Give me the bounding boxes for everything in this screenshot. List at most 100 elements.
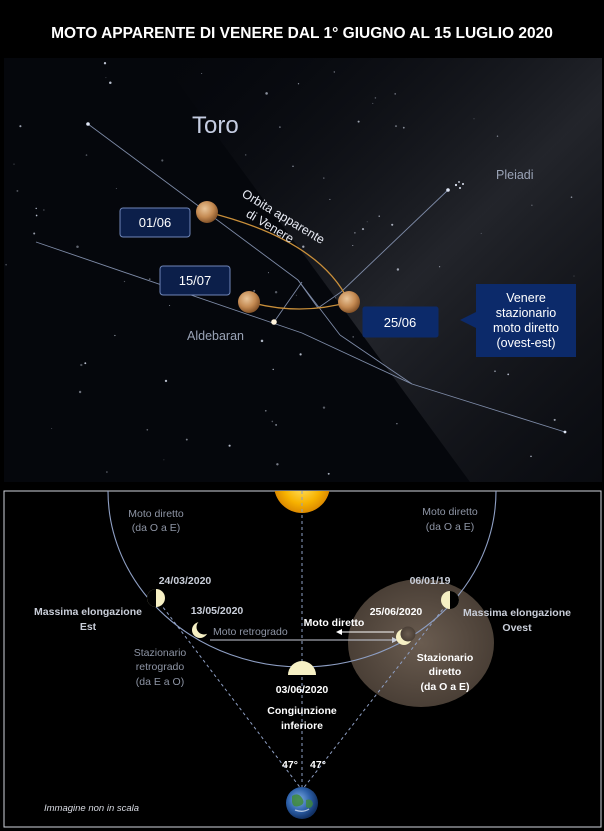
stationary-callout: Venere stazionario moto diretto (ovest-e…	[460, 284, 576, 357]
star	[267, 272, 269, 274]
star	[33, 232, 36, 235]
star	[105, 77, 107, 79]
pleiades-label: Pleiadi	[496, 168, 534, 182]
star	[86, 122, 90, 126]
star	[438, 266, 441, 268]
star	[51, 428, 53, 429]
star	[123, 280, 126, 283]
star	[302, 245, 305, 248]
star	[164, 379, 168, 383]
stazionario-retro-3: (da E a O)	[136, 676, 184, 688]
star	[274, 290, 278, 294]
svg-text:25/06: 25/06	[384, 315, 417, 330]
max-east-1: Massima elongazione	[34, 606, 142, 618]
star	[366, 221, 368, 223]
star	[295, 294, 297, 296]
star	[361, 228, 365, 231]
moto-diretto-left: Moto diretto	[128, 508, 184, 520]
star	[148, 278, 151, 281]
star	[378, 215, 380, 217]
star	[103, 62, 107, 65]
star	[494, 370, 496, 373]
star	[394, 125, 398, 128]
venus-apparent-orbit	[206, 211, 350, 303]
aldebaran-label: Aldebaran	[187, 329, 244, 343]
stazionario-dir-2: diretto	[429, 666, 462, 678]
moto-diretto-right: Moto diretto	[422, 506, 478, 518]
star	[109, 81, 112, 85]
star	[169, 304, 171, 307]
star	[288, 234, 290, 235]
venus-phase-east	[147, 589, 165, 607]
star	[292, 165, 294, 168]
star	[396, 268, 400, 271]
star	[563, 430, 567, 434]
venus-crescent-retro	[192, 619, 212, 638]
star	[185, 438, 188, 441]
star	[374, 97, 377, 99]
date-box-0106: 01/06	[119, 207, 191, 238]
star	[570, 196, 573, 198]
star	[106, 471, 108, 473]
date-box-2506: 25/06	[362, 306, 439, 338]
stazionario-dir-3: (da O a E)	[420, 681, 469, 693]
star	[354, 232, 356, 234]
star	[201, 72, 203, 74]
constellation-name: Toro	[192, 112, 239, 139]
star	[496, 135, 499, 137]
moto-diretto-mid: Moto diretto	[304, 617, 365, 629]
star	[265, 92, 268, 95]
star	[352, 336, 355, 338]
title-bar	[0, 0, 604, 56]
conj-2: inferiore	[281, 720, 323, 732]
star	[265, 218, 268, 220]
moto-diretto-left-sub: (da O a E)	[132, 522, 180, 534]
star	[334, 297, 336, 299]
star	[322, 406, 326, 409]
star	[333, 71, 335, 73]
svg-text:(ovest-est): (ovest-est)	[496, 336, 555, 350]
star	[473, 118, 475, 120]
venus-2506	[338, 291, 360, 313]
venus-conjunction	[288, 661, 316, 675]
star	[43, 209, 45, 211]
star	[19, 125, 22, 128]
star	[507, 373, 510, 376]
sun	[274, 491, 330, 513]
svg-text:stazionario: stazionario	[496, 306, 556, 320]
angle-left: 47°	[282, 759, 298, 771]
date-east: 24/03/2020	[159, 575, 212, 587]
star	[244, 154, 247, 156]
star	[35, 214, 38, 217]
stationary-highlight	[348, 579, 494, 707]
star	[78, 390, 82, 394]
sky-panel: Toro Pleiadi Aldebaran Orbita apparente …	[4, 58, 602, 482]
star	[531, 204, 533, 206]
aldebaran-star	[271, 319, 277, 325]
star	[161, 159, 164, 162]
retrograde-arrow	[210, 637, 398, 643]
scale-note: Immagine non in scala	[44, 803, 139, 814]
venus-crescent-station	[396, 626, 416, 645]
star	[297, 83, 300, 85]
stazionario-dir-1: Stazionario	[417, 652, 474, 664]
svg-text:Venere: Venere	[506, 291, 546, 305]
venus-phase-west	[441, 591, 459, 609]
date-box-1507: 15/07	[159, 265, 231, 296]
star	[446, 188, 450, 192]
star	[352, 245, 354, 246]
star	[276, 463, 279, 466]
star	[228, 444, 231, 447]
star	[264, 409, 267, 412]
star	[13, 163, 15, 165]
date-station: 25/06/2020	[370, 606, 423, 618]
star	[394, 93, 397, 95]
star	[253, 289, 256, 292]
star	[5, 263, 7, 266]
star	[163, 459, 165, 461]
venus-1507	[238, 291, 260, 313]
star	[16, 189, 19, 192]
star	[84, 362, 87, 365]
star	[396, 423, 398, 425]
star	[279, 126, 281, 128]
